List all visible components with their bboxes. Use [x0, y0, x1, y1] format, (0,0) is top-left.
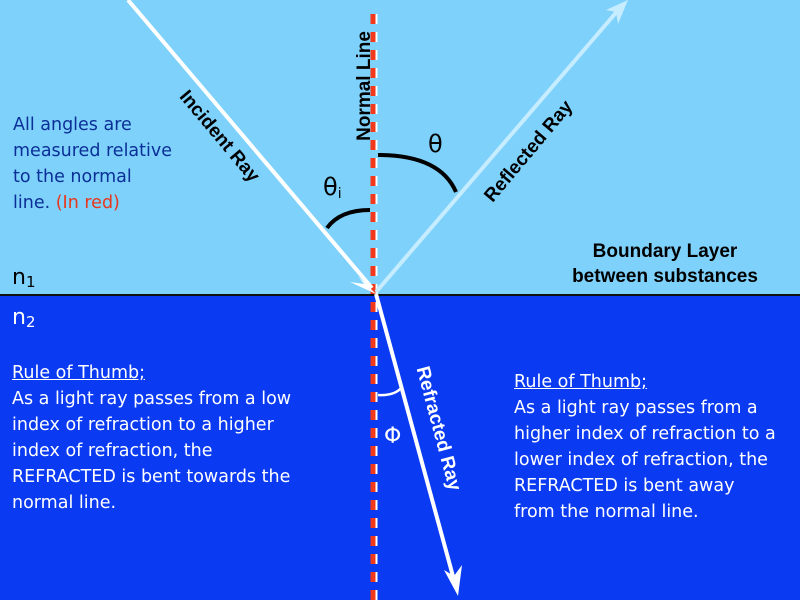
reflected-ray — [374, 6, 622, 294]
phi-symbol: Φ — [384, 424, 401, 449]
incident-ray — [126, 0, 374, 290]
upper-medium — [0, 0, 800, 295]
phi-arc — [377, 386, 403, 397]
angle-note-text: All angles are measured relative to the … — [13, 115, 173, 213]
theta-i-arc — [325, 208, 371, 230]
reflected-arrowhead — [606, 0, 628, 24]
rule-left: Rule of Thumb; As a light ray passes fro… — [12, 360, 312, 516]
refracted-ray — [374, 293, 456, 581]
boundary-label-line2: between substances — [572, 266, 758, 287]
normal-line-label: Normal Line — [354, 31, 375, 141]
lower-medium — [0, 295, 800, 600]
theta-symbol: θ — [428, 130, 443, 158]
boundary-label-line1: Boundary Layer — [593, 241, 738, 262]
angle-note-red: (In red) — [55, 193, 120, 213]
rule-right-body: As a light ray passes from a higher inde… — [514, 398, 776, 522]
rule-left-title: Rule of Thumb; — [12, 363, 146, 383]
refracted-arrowhead — [444, 565, 462, 596]
theta-i-symbol: θi — [323, 173, 342, 202]
rule-right-title: Rule of Thumb; — [514, 372, 648, 392]
rule-right: Rule of Thumb; As a light ray passes fro… — [514, 369, 776, 525]
angle-note: All angles are measured relative to the … — [13, 112, 173, 216]
n2-label: n2 — [12, 305, 36, 331]
n1-label: n1 — [12, 265, 36, 291]
incident-arrowhead — [350, 276, 376, 294]
rule-left-body: As a light ray passes from a low index o… — [12, 389, 292, 513]
theta-arc — [377, 153, 458, 193]
